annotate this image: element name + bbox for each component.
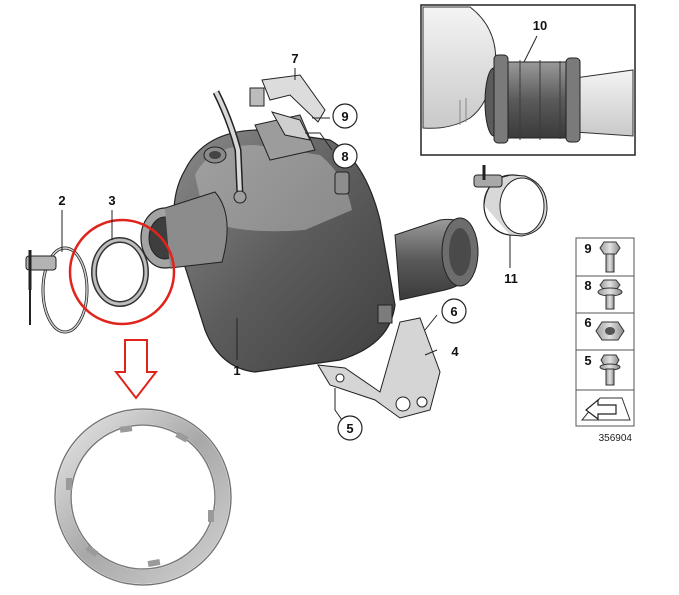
- callout-9-badge: 9: [332, 103, 358, 129]
- hex-nut-icon: [595, 321, 625, 341]
- fastener-legend: 9 8 6 5: [575, 237, 635, 427]
- callout-10: 10: [533, 18, 547, 33]
- legend-item-6: 6: [584, 315, 591, 330]
- flex-coupling-10: [484, 54, 581, 144]
- particulate-filter-1: [140, 90, 479, 373]
- reference-number: 356904: [599, 433, 633, 444]
- callout-5: 5: [346, 421, 353, 436]
- callout-8: 8: [341, 149, 348, 164]
- hex-bolt-icon: [599, 241, 621, 273]
- callout-1: 1: [233, 363, 240, 378]
- bracket-4: [317, 317, 441, 419]
- highlight-circle: [68, 218, 176, 326]
- inset-detail-box: 10: [420, 4, 636, 156]
- callout-7: 7: [291, 51, 298, 66]
- bracket-7: [249, 74, 326, 141]
- clamp-11: [473, 165, 548, 237]
- leader-lines: [61, 68, 511, 421]
- callout-6-badge: 6: [441, 298, 467, 324]
- gasket-enlarged: [54, 408, 232, 586]
- clamp-2: [25, 246, 89, 334]
- gasket-3: [91, 237, 149, 307]
- screw-icon: [599, 354, 621, 386]
- callout-2: 2: [58, 193, 65, 208]
- legend-item-8: 8: [584, 278, 591, 293]
- callout-9: 9: [341, 109, 348, 124]
- callout-6: 6: [450, 304, 457, 319]
- callout-3: 3: [108, 193, 115, 208]
- legend-item-5: 5: [584, 353, 591, 368]
- callout-11: 11: [504, 271, 518, 286]
- legend-item-9: 9: [584, 241, 591, 256]
- down-arrow-icon: [113, 339, 159, 400]
- callout-4: 4: [451, 344, 459, 359]
- callout-5-badge: 5: [337, 415, 363, 441]
- direction-symbol-icon: [580, 397, 631, 421]
- callout-8-badge: 8: [332, 143, 358, 169]
- flange-bolt-icon: [597, 279, 623, 310]
